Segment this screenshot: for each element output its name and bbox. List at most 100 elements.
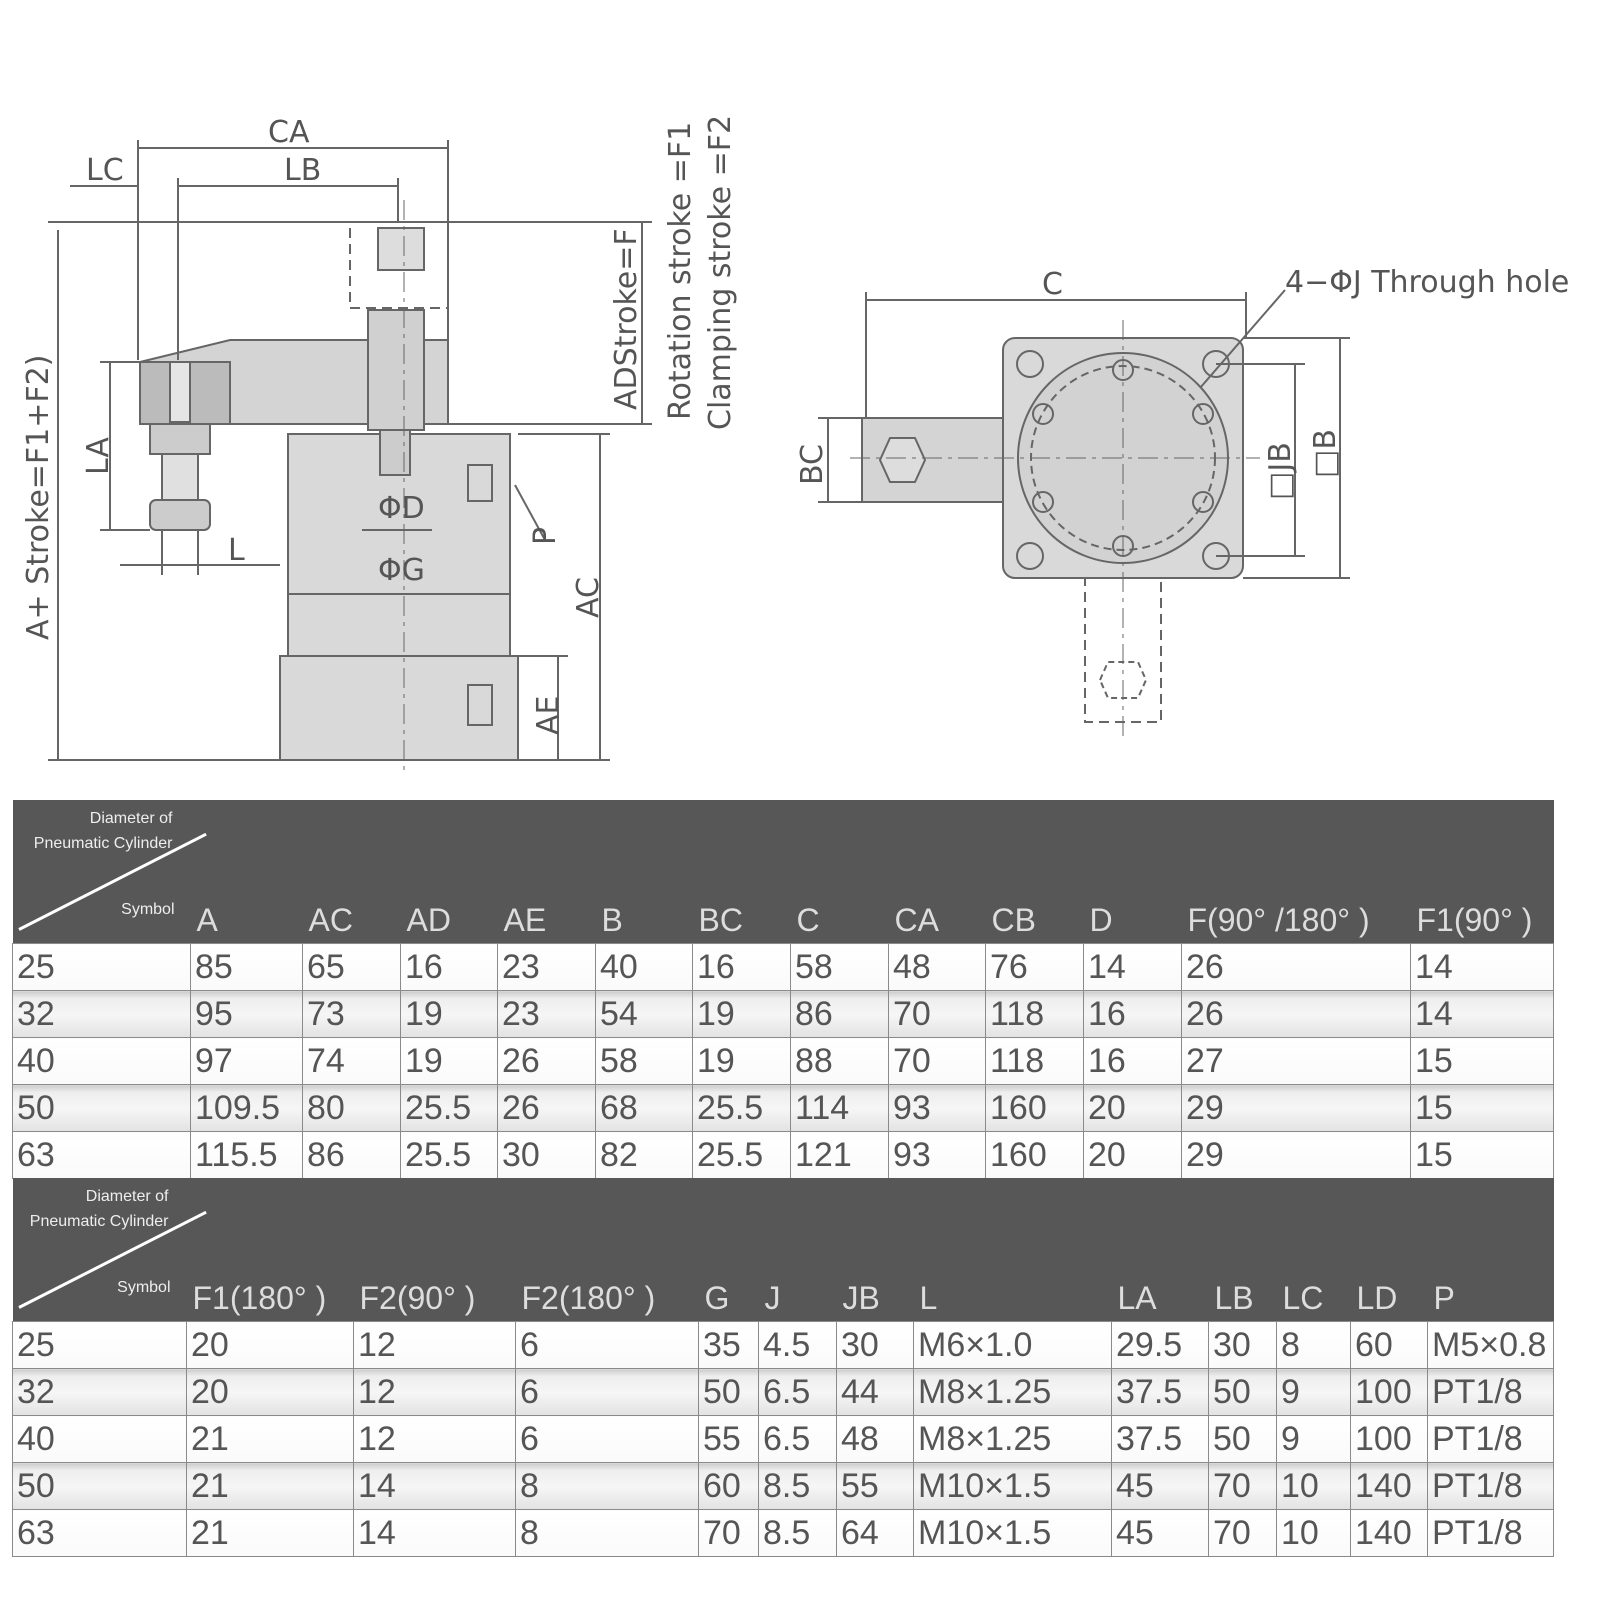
column-header: AE (497, 800, 596, 944)
label-p: P (528, 527, 563, 545)
column-header: LD (1350, 1178, 1428, 1322)
table-cell: 19 (692, 990, 791, 1038)
table-cell: 35 (698, 1321, 759, 1369)
column-header: J (758, 1178, 837, 1322)
column-header: A (190, 800, 303, 944)
table-cell: 8.5 (758, 1462, 837, 1510)
table-cell: PT1/8 (1427, 1368, 1554, 1416)
table-cell: 73 (302, 990, 401, 1038)
table-cell: 25.5 (400, 1131, 498, 1179)
table-cell: M8×1.25 (913, 1415, 1112, 1463)
side-view (48, 140, 652, 770)
table-cell: 50 (698, 1368, 759, 1416)
table-cell: 160 (985, 1131, 1084, 1179)
table-cell: 25.5 (692, 1131, 791, 1179)
table-cell: 19 (692, 1037, 791, 1085)
table-cell: 27 (1181, 1037, 1411, 1085)
corner-diameter-label: Diameter of Pneumatic Cylinder (29, 1188, 169, 1230)
label-rotation-stroke: Rotation stroke =F1 (663, 122, 698, 420)
table-cell: 14 (353, 1462, 516, 1510)
table-cell: 118 (985, 990, 1084, 1038)
table-cell: 25.5 (692, 1084, 791, 1132)
table-cell: 21 (186, 1415, 354, 1463)
table-cell: 21 (186, 1462, 354, 1510)
bore-diameter-cell: 50 (12, 1084, 191, 1132)
table-cell: 30 (497, 1131, 596, 1179)
table-cell: 86 (790, 990, 889, 1038)
table-cell: 40 (595, 943, 693, 991)
table-cell: 80 (302, 1084, 401, 1132)
table-cell: 9 (1276, 1368, 1351, 1416)
bore-diameter-cell: 25 (12, 943, 191, 991)
label-ac: AC (571, 577, 606, 618)
column-header: B (595, 800, 693, 944)
table-cell: 15 (1410, 1131, 1554, 1179)
table-cell: 70 (888, 1037, 986, 1085)
label-ca: CA (268, 115, 310, 150)
table-cell: 37.5 (1111, 1415, 1209, 1463)
column-header: G (698, 1178, 759, 1322)
dimension-labels: CA LB LC A+ Stroke=F1+F2) LA L ΦD ΦG P A… (21, 115, 1569, 735)
label-l: L (228, 533, 245, 568)
table-cell: 45 (1111, 1462, 1209, 1510)
table-cell: 70 (1208, 1462, 1277, 1510)
table-cell: 14 (1410, 990, 1554, 1038)
table-cell: PT1/8 (1427, 1509, 1554, 1557)
bore-diameter-cell: 32 (12, 1368, 187, 1416)
table-cell: 121 (790, 1131, 889, 1179)
table-cell: 6.5 (758, 1368, 837, 1416)
table-cell: 26 (1181, 943, 1411, 991)
table-cell: 100 (1350, 1415, 1428, 1463)
column-header: F1(180° ) (186, 1178, 354, 1322)
table-cell: 74 (302, 1037, 401, 1085)
table-cell: 118 (985, 1037, 1084, 1085)
table-cell: 4.5 (758, 1321, 837, 1369)
table-cell: 70 (888, 990, 986, 1038)
corner-symbol-label: Symbol (121, 901, 175, 918)
table-cell: M8×1.25 (913, 1368, 1112, 1416)
table-cell: 48 (888, 943, 986, 991)
table-cell: M10×1.5 (913, 1509, 1112, 1557)
column-header: F1(90° ) (1410, 800, 1554, 944)
table-cell: 20 (1083, 1084, 1182, 1132)
table-cell: 14 (1410, 943, 1554, 991)
table-cell: 160 (985, 1084, 1084, 1132)
column-header: JB (836, 1178, 914, 1322)
table-cell: 26 (497, 1084, 596, 1132)
label-jb: □JB (1263, 442, 1298, 500)
column-header: F(90° /180° ) (1181, 800, 1411, 944)
table-cell: 140 (1350, 1509, 1428, 1557)
column-header: AD (400, 800, 498, 944)
table-cell: 93 (888, 1084, 986, 1132)
table-cell: 8.5 (758, 1509, 837, 1557)
table-cell: M6×1.0 (913, 1321, 1112, 1369)
table-cell: 16 (692, 943, 791, 991)
table-cell: 25.5 (400, 1084, 498, 1132)
table-cell: 6 (515, 1368, 699, 1416)
column-header: D (1083, 800, 1182, 944)
table-cell: 16 (1083, 1037, 1182, 1085)
table-cell: PT1/8 (1427, 1415, 1554, 1463)
table-cell: 82 (595, 1131, 693, 1179)
column-header: CB (985, 800, 1084, 944)
table-cell: 12 (353, 1368, 516, 1416)
table-cell: 15 (1410, 1037, 1554, 1085)
table-cell: 97 (190, 1037, 303, 1085)
table-cell: 100 (1350, 1368, 1428, 1416)
table-cell: 48 (836, 1415, 914, 1463)
table-cell: 20 (186, 1321, 354, 1369)
table-cell: 85 (190, 943, 303, 991)
table-cell: 45 (1111, 1509, 1209, 1557)
table-cell: 64 (836, 1509, 914, 1557)
table-cell: 15 (1410, 1084, 1554, 1132)
table-cell: 10 (1276, 1509, 1351, 1557)
table-cell: 10 (1276, 1462, 1351, 1510)
table-cell: 55 (836, 1462, 914, 1510)
table-cell: 115.5 (190, 1131, 303, 1179)
table-cell: PT1/8 (1427, 1462, 1554, 1510)
table-cell: 58 (595, 1037, 693, 1085)
column-header: C (790, 800, 889, 944)
table-cell: 20 (1083, 1131, 1182, 1179)
